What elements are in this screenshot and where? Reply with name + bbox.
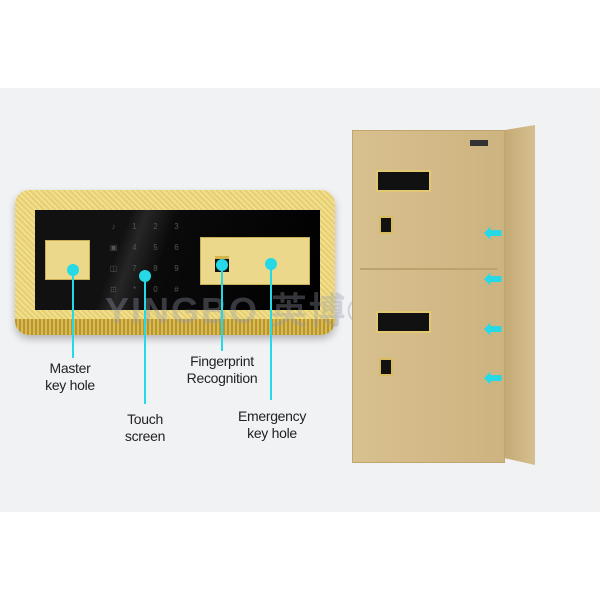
brand-badge <box>470 140 488 146</box>
callout-line <box>221 265 223 351</box>
drawer-divider <box>360 268 497 270</box>
callout-dot <box>139 270 151 282</box>
key: 6 <box>174 243 179 252</box>
arrow-icon: ⬅ <box>484 220 503 245</box>
key: ▣ <box>109 243 118 252</box>
callout-dot <box>67 264 79 276</box>
callout-dot <box>265 258 277 270</box>
key: 7 <box>132 264 137 273</box>
key: 8 <box>153 264 158 273</box>
callout-line <box>270 264 272 400</box>
upper-control-panel <box>376 170 431 192</box>
arrow-icon: ⬅ <box>484 316 503 341</box>
callout-dot <box>216 259 228 271</box>
key: 9 <box>174 264 179 273</box>
arrow-icon: ⬅ <box>484 266 503 291</box>
master-key-hole <box>45 240 90 280</box>
lower-control-panel <box>376 311 431 333</box>
key: 1 <box>132 222 137 231</box>
key: ⊡ <box>110 285 117 294</box>
callout-line <box>72 270 74 358</box>
touch-keypad: ♪ 1 2 3 ▣ 4 5 6 ◫ 7 8 9 ⊡ * 0 # <box>105 222 185 302</box>
key: 5 <box>153 243 158 252</box>
cabinet-side <box>505 125 535 465</box>
key: ♪ <box>111 222 116 231</box>
key: ◫ <box>109 264 118 273</box>
callout-line <box>144 276 146 404</box>
watermark: YINGBO 英博® <box>105 290 376 331</box>
key: 2 <box>153 222 158 231</box>
arrow-icon: ⬅ <box>484 365 503 390</box>
key: 3 <box>174 222 179 231</box>
key: 4 <box>132 243 137 252</box>
key: 0 <box>153 285 158 294</box>
key: * <box>132 285 137 294</box>
key: # <box>174 285 179 294</box>
lower-handle <box>379 358 393 376</box>
upper-handle <box>379 216 393 234</box>
